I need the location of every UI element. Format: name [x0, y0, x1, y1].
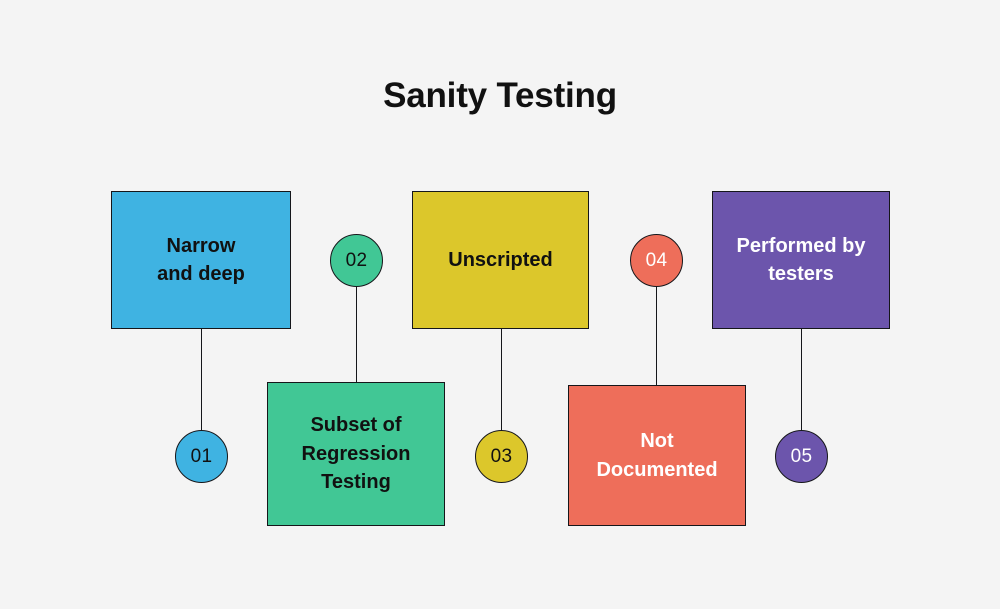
node-number-circle-04[interactable]: 04: [630, 234, 683, 287]
connector-line-01: [201, 329, 202, 430]
node-number-label: 03: [490, 445, 513, 467]
node-number-circle-03[interactable]: 03: [475, 430, 528, 483]
node-box-unscripted[interactable]: Unscripted: [412, 191, 589, 329]
page-title: Sanity Testing: [383, 76, 617, 115]
node-number-label: 02: [345, 249, 368, 271]
node-number-label: 05: [790, 445, 813, 467]
connector-line-03: [501, 329, 502, 430]
node-box-label: Unscripted: [448, 248, 553, 271]
node-number-circle-05[interactable]: 05: [775, 430, 828, 483]
connector-line-05: [801, 329, 802, 430]
node-number-label: 04: [645, 249, 668, 271]
node-number-label: 01: [190, 445, 213, 467]
connector-line-04: [656, 287, 657, 385]
connector-line-02: [356, 287, 357, 382]
node-number-circle-01[interactable]: 01: [175, 430, 228, 483]
node-number-circle-02[interactable]: 02: [330, 234, 383, 287]
